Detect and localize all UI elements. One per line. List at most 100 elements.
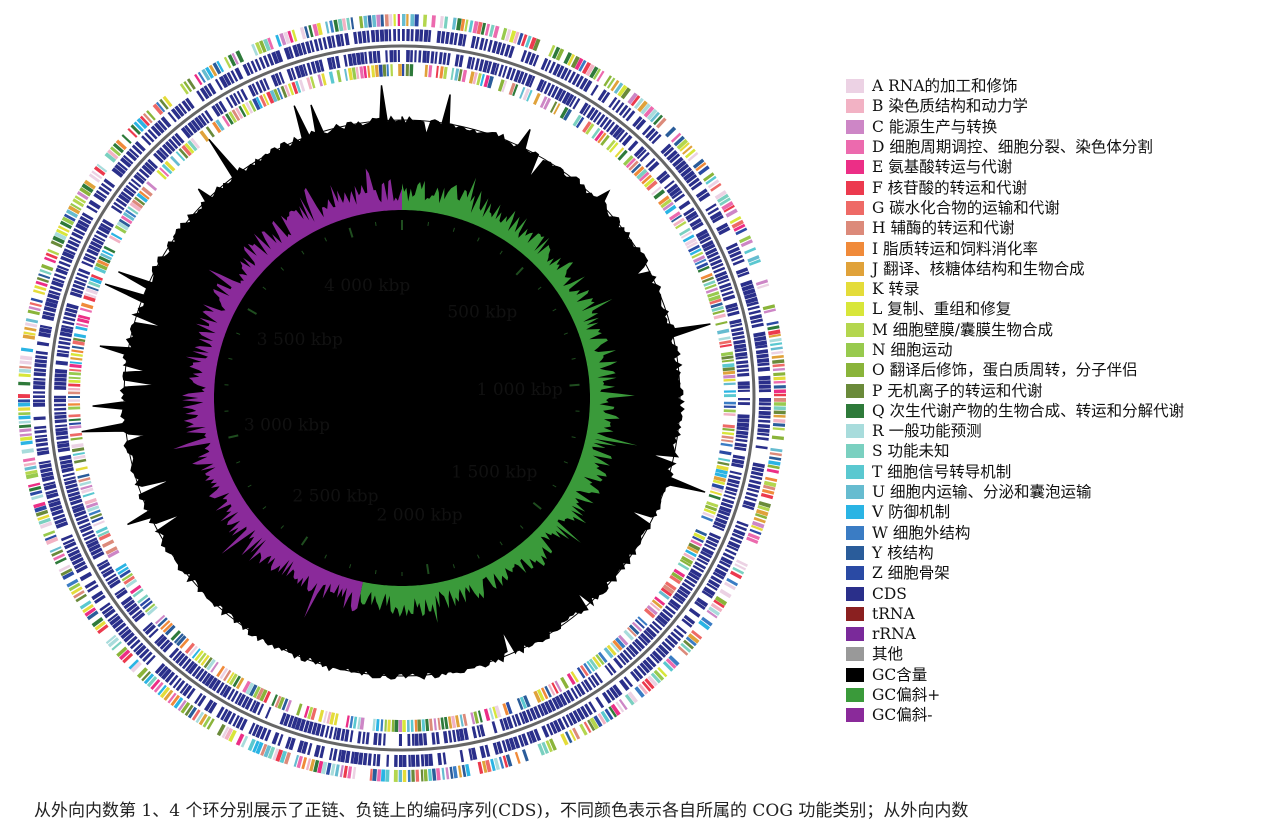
legend-label: 其他 [872, 645, 903, 663]
legend-label: G 碳水化合物的运输和代谢 [872, 199, 1060, 217]
legend-item: W 细胞外结构 [846, 523, 1266, 543]
legend-item: O 翻译后修饰，蛋白质周转，分子伴侣 [846, 360, 1266, 380]
legend-swatch [846, 546, 864, 560]
legend-item: N 细胞运动 [846, 340, 1266, 360]
legend-swatch [846, 181, 864, 195]
figure-caption: 从外向内数第 1、4 个环分别展示了正链、负链上的编码序列(CDS)，不同颜色表… [34, 796, 968, 821]
legend-label: W 细胞外结构 [872, 524, 970, 542]
legend-label: Q 次生代谢产物的生物合成、转运和分解代谢 [872, 402, 1184, 420]
legend-label: GC偏斜+ [872, 686, 940, 704]
legend-label: Z 细胞骨架 [872, 564, 950, 582]
legend-item: GC偏斜- [846, 705, 1266, 725]
scale-label: 2 500 kbp [292, 487, 378, 507]
legend-swatch [846, 120, 864, 134]
legend-swatch [846, 485, 864, 499]
legend-item: D 细胞周期调控、细胞分裂、染色体分割 [846, 137, 1266, 157]
legend-label: J 翻译、核糖体结构和生物合成 [872, 260, 1085, 278]
legend-item: G 碳水化合物的运输和代谢 [846, 198, 1266, 218]
legend-item: P 无机离子的转运和代谢 [846, 380, 1266, 400]
legend-label: S 功能未知 [872, 442, 950, 460]
legend-swatch [846, 607, 864, 621]
legend-swatch [846, 424, 864, 438]
legend-item: T 细胞信号转导机制 [846, 462, 1266, 482]
legend-label: A RNA的加工和修饰 [872, 77, 1018, 95]
legend-swatch [846, 587, 864, 601]
legend-item: GC含量 [846, 665, 1266, 685]
legend-swatch [846, 566, 864, 580]
legend-item: E 氨基酸转运与代谢 [846, 157, 1266, 177]
scale-label: 3 000 kbp [244, 415, 330, 435]
scale-label: 3 500 kbp [257, 330, 343, 350]
legend-label: CDS [872, 585, 907, 603]
legend-swatch [846, 647, 864, 661]
legend-item: Z 细胞骨架 [846, 563, 1266, 583]
legend-swatch [846, 343, 864, 357]
legend-item: Q 次生代谢产物的生物合成、转运和分解代谢 [846, 401, 1266, 421]
legend-swatch [846, 404, 864, 418]
legend-swatch [846, 627, 864, 641]
legend-item: V 防御机制 [846, 502, 1266, 522]
legend-label: B 染色质结构和动力学 [872, 97, 1028, 115]
legend-label: H 辅酶的转运和代谢 [872, 219, 1014, 237]
legend-item: F 核苷酸的转运和代谢 [846, 177, 1266, 197]
legend-swatch [846, 465, 864, 479]
cog-legend: A RNA的加工和修饰 B 染色质结构和动力学 C 能源生产与转换 D 细胞周期调控、… [846, 76, 1266, 726]
legend-item: R 一般功能预测 [846, 421, 1266, 441]
legend-label: E 氨基酸转运与代谢 [872, 158, 1012, 176]
legend-item: I 脂质转运和饲料消化率 [846, 238, 1266, 258]
legend-swatch [846, 79, 864, 93]
legend-swatch [846, 363, 864, 377]
legend-swatch [846, 688, 864, 702]
legend-label: F 核苷酸的转运和代谢 [872, 179, 1027, 197]
scale-tick [428, 222, 429, 226]
legend-swatch [846, 221, 864, 235]
scale-tick [375, 570, 376, 574]
legend-item: CDS [846, 583, 1266, 603]
scale-label: 2 000 kbp [377, 506, 463, 526]
legend-label: D 细胞周期调控、细胞分裂、染色体分割 [872, 138, 1153, 156]
legend-swatch [846, 444, 864, 458]
legend-label: C 能源生产与转换 [872, 118, 997, 136]
legend-swatch [846, 262, 864, 276]
legend-label: O 翻译后修饰，蛋白质周转，分子伴侣 [872, 361, 1138, 379]
legend-label: Y 核结构 [872, 544, 934, 562]
legend-item: C 能源生产与转换 [846, 117, 1266, 137]
scale-label: 4 000 kbp [324, 276, 410, 296]
legend-label: GC偏斜- [872, 706, 932, 724]
legend-swatch [846, 323, 864, 337]
scale-label: 1 000 kbp [477, 380, 563, 400]
legend-label: M 细胞壁膜/囊膜生物合成 [872, 321, 1053, 339]
legend-item: J 翻译、核糖体结构和生物合成 [846, 259, 1266, 279]
legend-label: V 防御机制 [872, 503, 950, 521]
legend-item: 其他 [846, 644, 1266, 664]
legend-item: GC偏斜+ [846, 685, 1266, 705]
legend-swatch [846, 526, 864, 540]
legend-item: K 转录 [846, 279, 1266, 299]
legend-label: P 无机离子的转运和代谢 [872, 382, 1042, 400]
legend-item: S 功能未知 [846, 441, 1266, 461]
legend-item: U 细胞内运输、分泌和囊泡运输 [846, 482, 1266, 502]
legend-swatch [846, 242, 864, 256]
legend-swatch [846, 201, 864, 215]
scale-tick [570, 385, 580, 386]
scale-label: 500 kbp [447, 303, 517, 323]
legend-item: Y 核结构 [846, 543, 1266, 563]
legend-swatch [846, 99, 864, 113]
legend-item: B 染色质结构和动力学 [846, 96, 1266, 116]
legend-item: M 细胞壁膜/囊膜生物合成 [846, 320, 1266, 340]
legend-item: tRNA [846, 604, 1266, 624]
legend-item: L 复制、重组和修复 [846, 299, 1266, 319]
legend-item: A RNA的加工和修饰 [846, 76, 1266, 96]
legend-swatch [846, 160, 864, 174]
legend-label: rRNA [872, 625, 916, 643]
legend-label: tRNA [872, 605, 915, 623]
scale-label: 1 500 kbp [451, 463, 537, 483]
scale-tick [375, 222, 376, 226]
legend-swatch [846, 708, 864, 722]
legend-label: U 细胞内运输、分泌和囊泡运输 [872, 483, 1092, 501]
legend-swatch [846, 282, 864, 296]
legend-swatch [846, 668, 864, 682]
legend-label: K 转录 [872, 280, 920, 298]
legend-item: H 辅酶的转运和代谢 [846, 218, 1266, 238]
legend-label: I 脂质转运和饲料消化率 [872, 240, 1038, 258]
